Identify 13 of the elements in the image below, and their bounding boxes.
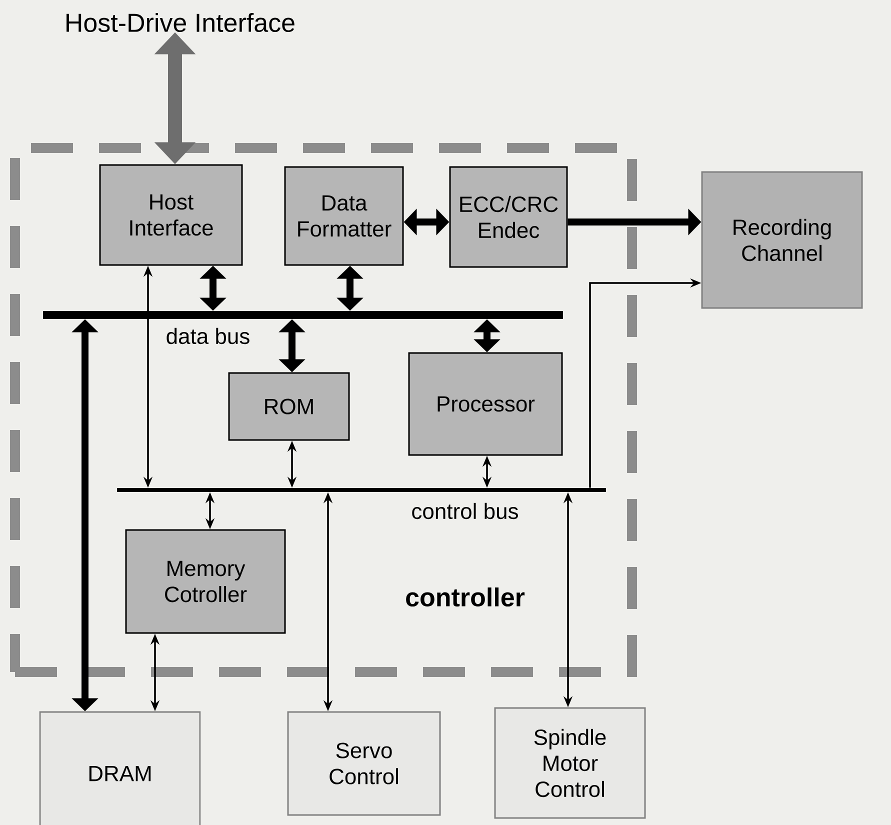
bus-line: control bus	[117, 488, 606, 520]
block-box: ECC/CRC Endec	[449, 166, 568, 268]
block-box: ROM	[228, 372, 350, 441]
title-text: Host-Drive Interface	[66, 12, 294, 32]
block-box: Recording Channel	[701, 171, 863, 309]
block-box: Host Interface	[99, 164, 243, 266]
block-box: Servo Control	[287, 711, 441, 816]
bus-line: data bus	[43, 311, 563, 344]
block-box: Processor	[408, 352, 563, 456]
block-box: Memory Cotroller	[125, 529, 286, 634]
block-box: Data Formatter	[284, 166, 404, 266]
block-box: Spindle Motor Control	[494, 707, 646, 819]
block-box: DRAM	[39, 711, 201, 825]
